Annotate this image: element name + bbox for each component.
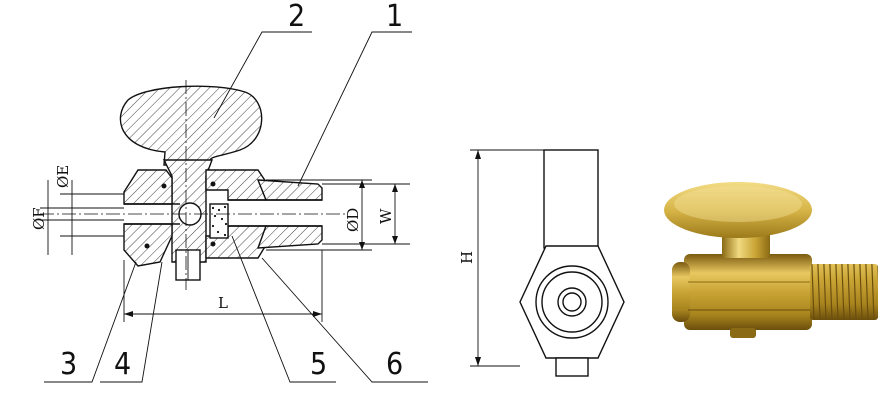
brass-body <box>684 254 812 330</box>
dim-label-L: L <box>218 294 228 312</box>
brass-thread <box>810 264 878 320</box>
dim-label-H: H <box>458 251 476 264</box>
callout-3: 3 <box>60 347 77 382</box>
side-view <box>470 149 625 377</box>
section-view <box>40 31 428 383</box>
callout-5: 5 <box>310 347 327 382</box>
product-photo <box>664 182 878 338</box>
callout-4: 4 <box>114 347 131 382</box>
seal-packing <box>209 203 229 239</box>
dim-label-E: ØE <box>54 165 72 188</box>
callout-2: 2 <box>288 0 305 34</box>
brass-knob <box>664 182 812 238</box>
hex-profile <box>519 245 625 359</box>
callout-6: 6 <box>386 347 403 382</box>
callout-1: 1 <box>386 0 403 34</box>
threaded-outlet <box>256 179 323 201</box>
dim-label-D: ØD <box>344 208 362 232</box>
dim-label-W: W <box>377 208 395 224</box>
dim-label-F: ØF <box>30 207 48 230</box>
handle-knob <box>119 85 263 166</box>
threaded-outlet-lower <box>256 225 323 249</box>
